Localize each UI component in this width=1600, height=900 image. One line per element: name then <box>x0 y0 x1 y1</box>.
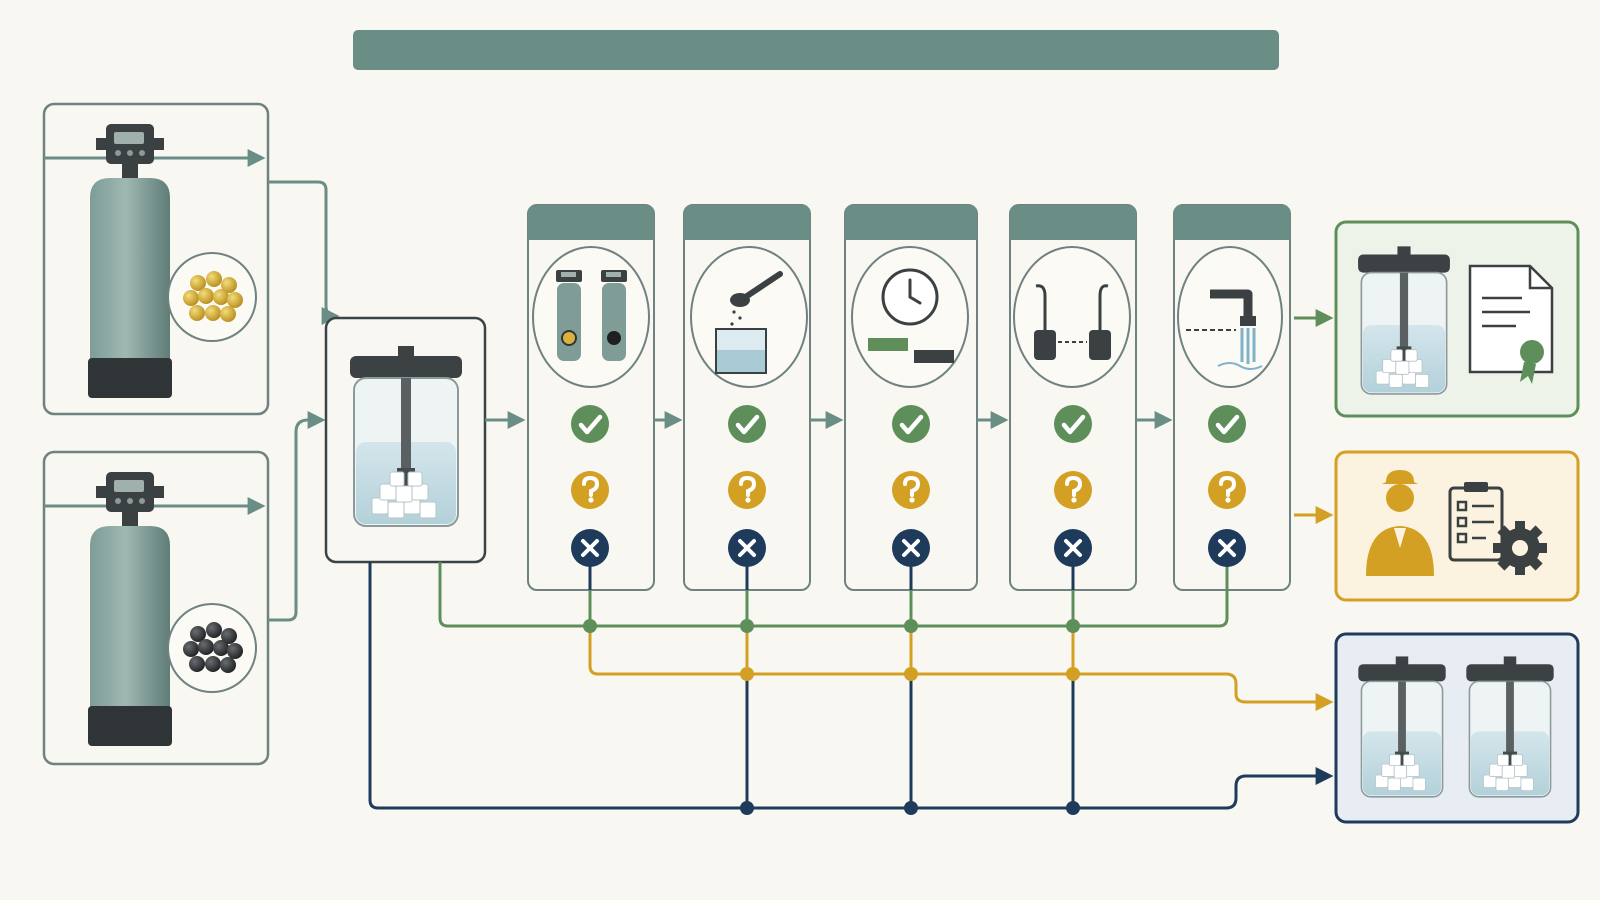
question-icon <box>1052 469 1094 511</box>
cross-icon <box>569 527 611 569</box>
electrode-probes-icon <box>1013 246 1131 388</box>
stage-header <box>845 205 977 240</box>
question-icon <box>726 469 768 511</box>
check-icon <box>1054 405 1092 443</box>
check-icon <box>728 405 766 443</box>
faucet-outflow-icon <box>1177 246 1283 388</box>
cross-icon <box>726 527 768 569</box>
input-panel-gold <box>42 102 270 416</box>
title-bar <box>353 30 1279 70</box>
gold-resin-beads-icon <box>167 252 257 342</box>
route-marginal-line <box>588 626 1334 711</box>
scoop-and-beaker-dosing-icon <box>690 246 808 388</box>
certificate-icon <box>1468 264 1554 384</box>
mixer-panel <box>324 316 487 564</box>
cross-icon <box>890 527 932 569</box>
two-vessels-icon <box>1357 655 1447 798</box>
route-junctions <box>583 619 1080 815</box>
question-icon <box>569 469 611 511</box>
input-panel-dark <box>42 450 270 766</box>
stage-header <box>1010 205 1136 240</box>
cross-icon <box>1052 527 1094 569</box>
stirred-vessel-with-cubes-icon <box>349 345 463 527</box>
vessel-with-certificate-icon <box>1357 245 1451 395</box>
question-icon <box>1206 469 1248 511</box>
resin-tank-comparison-icon <box>532 246 650 388</box>
outcome-panel-marginal <box>1334 450 1580 602</box>
cross-icon <box>1206 527 1248 569</box>
question-icon <box>890 469 932 511</box>
check-icon <box>571 405 609 443</box>
outcome-panel-pass <box>1334 220 1580 418</box>
connector-input-gold <box>268 180 340 325</box>
outcome-panel-fail <box>1334 632 1580 824</box>
connector-input-dark <box>268 411 326 622</box>
timer-icon <box>851 246 969 388</box>
vessel-icon <box>1465 655 1555 798</box>
engineer-with-checklist-icon <box>1366 470 1547 576</box>
dark-resin-beads-icon <box>167 603 257 693</box>
stage-header <box>1174 205 1290 240</box>
route-fail-line <box>368 562 1334 810</box>
check-icon <box>892 405 930 443</box>
stage-header <box>528 205 654 240</box>
stage-header <box>684 205 810 240</box>
check-icon <box>1208 405 1246 443</box>
